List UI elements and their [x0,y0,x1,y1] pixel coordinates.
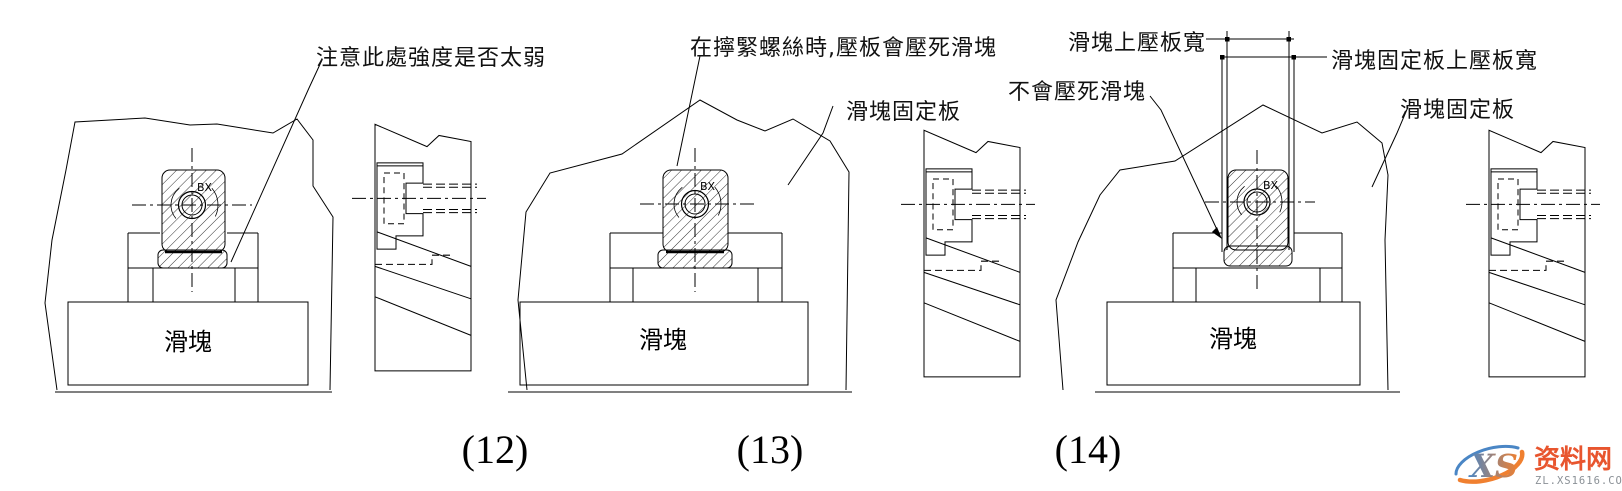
figure-13-section-view: BX 滑塊 [508,99,852,393]
figure-13-side-view [900,129,1036,378]
annotation-no-press-note: 不會壓死滑塊 [1008,80,1147,105]
annotation-dim-plate-press-width: 滑塊固定板上壓板寬 [1331,49,1539,74]
annotation-dim-slider-press-width: 滑塊上壓板寬 [1068,31,1207,56]
screw-label: BX [1263,179,1279,192]
watermark-logo-text: XS [1468,447,1518,485]
figure-14-section-view: BX 滑塊 [1055,104,1400,393]
press-plate-flange [1223,245,1293,267]
caption-figure-13: (13) [736,427,804,472]
watermark-site-name: 资料网 [1534,445,1612,475]
annotation-plate-label-13: 滑塊固定板 [846,100,962,125]
caption-figure-14: (14) [1054,427,1122,472]
figure-14-side-view [1465,129,1601,378]
slider-label: 滑塊 [164,328,212,356]
slider-label: 滑塊 [1209,325,1257,353]
watermark-site-url: ZL.XS1616.COM [1535,475,1622,487]
annotation-strength-note: 注意此處強度是否太弱 [316,46,547,71]
screw-label: BX [700,180,716,193]
screw-seat-arc [170,183,214,227]
figure-12-side-view [351,123,487,372]
slider-block [519,301,809,386]
caption-figure-12: (12) [461,427,529,472]
slider-block [67,301,309,386]
figure-12-section-view: BX 滑塊 [44,117,334,393]
annotation-plate-label-14: 滑塊固定板 [1400,98,1516,123]
screw-label: BX [197,181,213,194]
annotation-press-note: 在擰緊螺絲時,壓板會壓死滑塊 [690,36,997,61]
slider-label: 滑塊 [639,326,687,354]
slider-block [1106,301,1361,386]
centerlines [640,148,755,292]
watermark: XS 资料网 ZL.XS1616.COM [1454,444,1622,487]
dimension-slider-press-width [1206,31,1294,57]
press-plate [1227,169,1289,251]
watermark-logo-icon: XS [1454,444,1525,485]
centerlines [1205,150,1315,290]
